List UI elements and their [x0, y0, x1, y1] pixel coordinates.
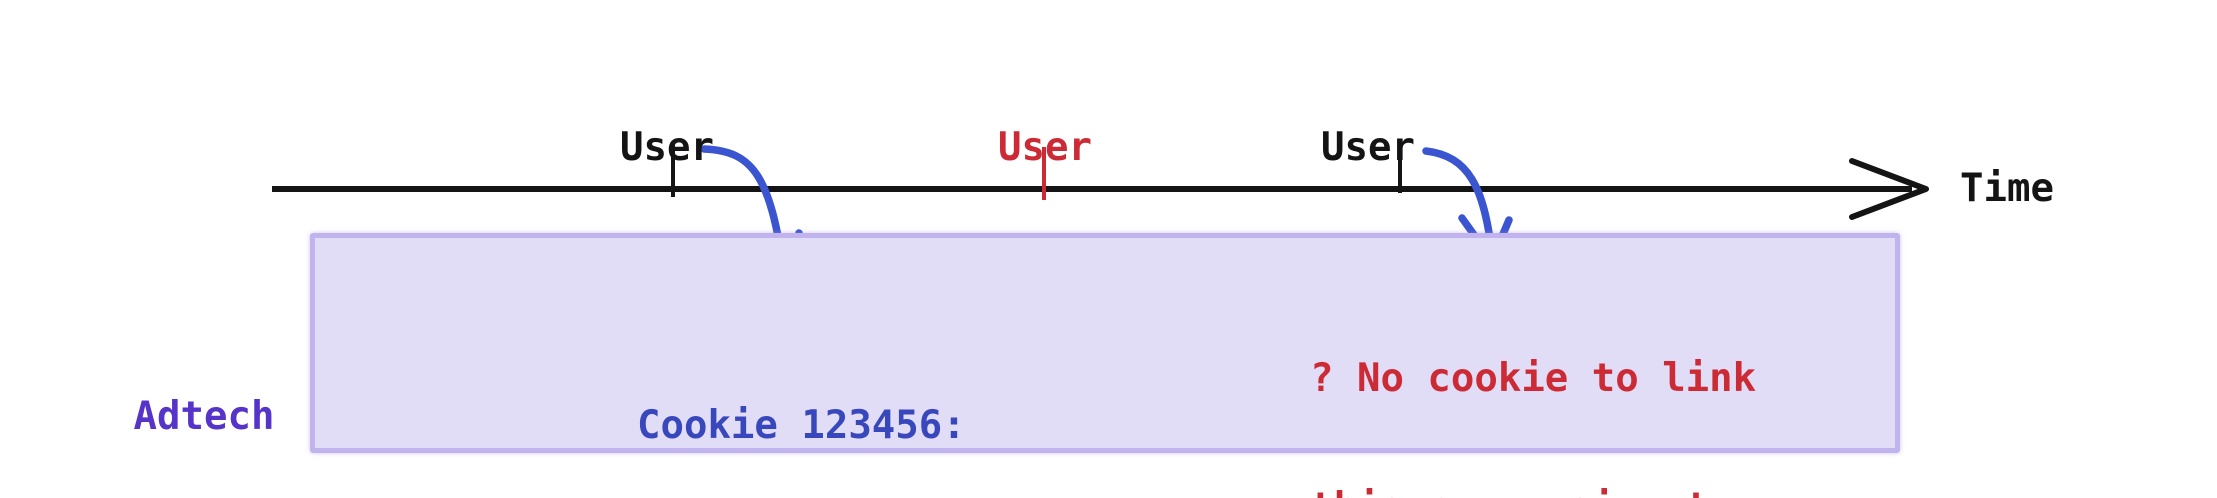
time-axis-label: Time — [1960, 166, 2054, 211]
event-label-click-line1: User — [620, 125, 714, 170]
event-label-convert-line1: User — [1321, 125, 1415, 170]
conversion-note: ? No cookie to link this conversion to ⇒… — [1310, 271, 1756, 498]
cookie-note-line1: Cookie 123456: — [637, 403, 966, 448]
conversion-note-line2: this conversion to — [1310, 486, 1756, 498]
conversion-note-line1: ? No cookie to link — [1310, 356, 1757, 401]
adtech-server-box — [310, 233, 1900, 453]
timeline-arrowhead-icon — [1849, 158, 1929, 220]
cookie-note: Cookie 123456: Ad clicked — [637, 303, 966, 498]
adtech-server-label-line1: Adtech — [133, 394, 275, 439]
adtech-server-label: Adtech server — [134, 294, 275, 498]
event-label-clear-line1: User — [998, 125, 1092, 170]
